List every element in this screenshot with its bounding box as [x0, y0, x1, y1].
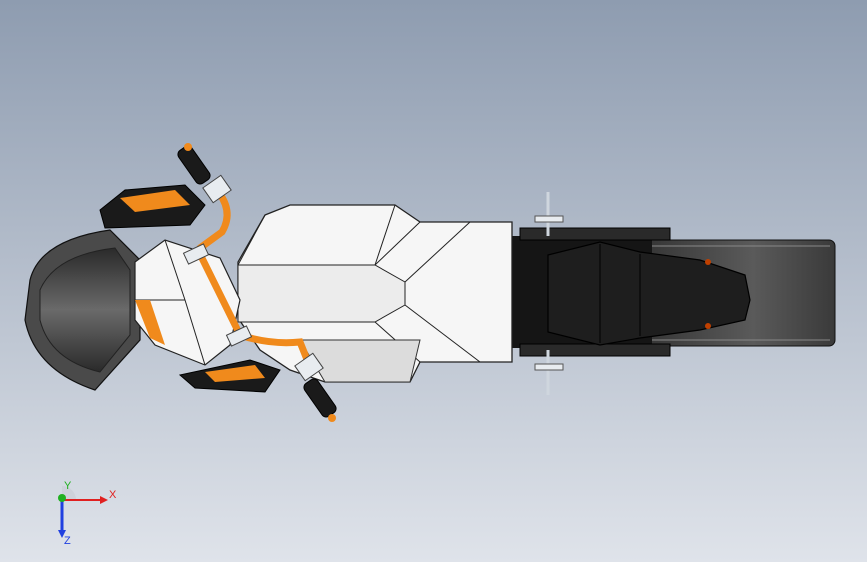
front-fairing: [99, 184, 281, 393]
y-axis-label: Y: [64, 480, 72, 492]
seat: [547, 241, 751, 346]
x-axis-label: X: [109, 489, 117, 501]
z-axis-label: Z: [64, 535, 71, 547]
handlebar: [177, 143, 337, 422]
coordinate-triad: X Y Z: [58, 480, 117, 547]
y-axis-icon: [58, 494, 66, 502]
front-wheel: [24, 229, 141, 391]
footpegs: [534, 192, 564, 395]
fuel-tank: [237, 204, 513, 383]
